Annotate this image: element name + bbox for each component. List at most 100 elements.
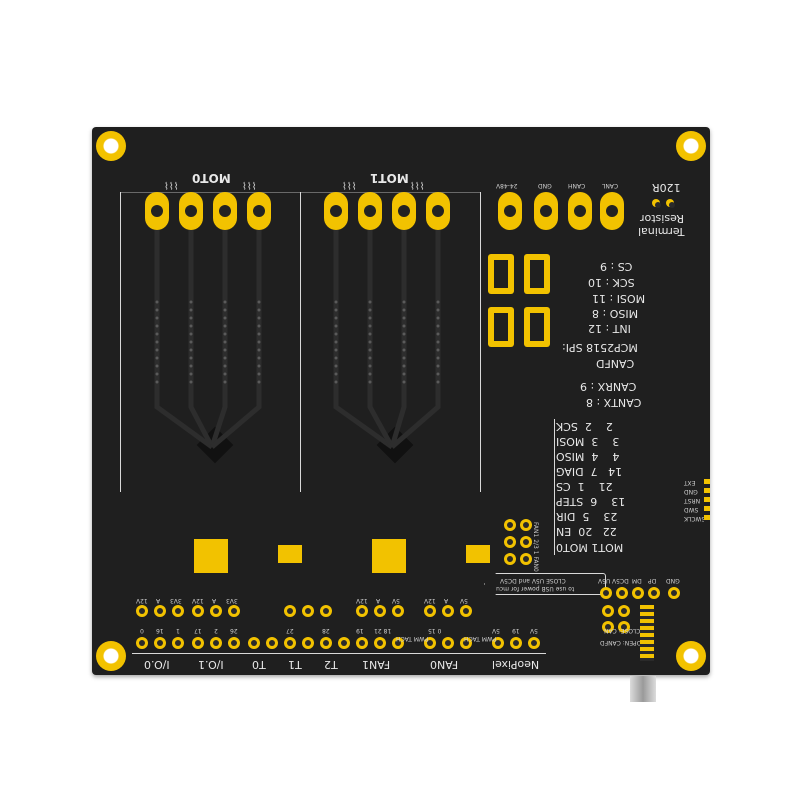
spi-miso-label: MISO : 8 bbox=[592, 307, 639, 320]
section-t0: T0 bbox=[252, 658, 266, 671]
t-pin bbox=[320, 605, 332, 617]
fan0-pin-12v bbox=[424, 605, 436, 617]
usb-pin-dc5v bbox=[616, 587, 628, 599]
can-jumper-open-label: OPEN: CANFD bbox=[600, 639, 642, 646]
t1-pin bbox=[302, 637, 314, 649]
usb-label-gnd: GND bbox=[666, 577, 680, 584]
section-fan0: FAN0 bbox=[430, 658, 459, 671]
coil-icon: ⌇⌇⌇ bbox=[242, 179, 257, 190]
power-pad-gnd bbox=[534, 192, 558, 230]
fan0-pin-5v bbox=[460, 605, 472, 617]
fan1-pin-a bbox=[374, 605, 386, 617]
io1-pin-17 bbox=[192, 637, 204, 649]
pin-label: PWM TACH bbox=[396, 635, 429, 642]
mot1-label: MOT1 bbox=[370, 171, 409, 185]
pin-table-header: MOT1 MOT0 bbox=[556, 541, 624, 554]
regulator-chip bbox=[466, 545, 490, 563]
mot0-pad-1 bbox=[145, 192, 169, 230]
fan0-label-5v: 5V bbox=[460, 597, 468, 604]
mcu-chip bbox=[376, 426, 414, 464]
debug-label-swclk: SWCLK bbox=[684, 515, 706, 522]
mot1-outline-left bbox=[300, 192, 301, 492]
pin-row-diag: 14 7 DIAG bbox=[556, 465, 623, 478]
section-t2: T2 bbox=[324, 658, 338, 671]
io0-pin-0 bbox=[136, 637, 148, 649]
io0-pin-12v bbox=[136, 605, 148, 617]
pin-label: 1 bbox=[176, 627, 180, 634]
neopixel-pin bbox=[510, 637, 522, 649]
pin-label: 28 bbox=[322, 627, 330, 634]
regulator-chip bbox=[278, 545, 302, 563]
fan0-label-12v: 12V bbox=[424, 597, 436, 604]
pin-label: 18 21 bbox=[374, 627, 392, 634]
pin-label: 27 bbox=[286, 627, 294, 634]
pin-row-cs: 21 1 CS bbox=[556, 480, 613, 493]
pin-row-sck: 2 2 SCK bbox=[556, 420, 613, 433]
mot0-pad-3 bbox=[213, 192, 237, 230]
can-jumper-pin bbox=[618, 621, 630, 633]
spi-mosi-label: MOSI : 11 bbox=[592, 292, 646, 305]
pcb-board: MOT0 MOT1 ⌇⌇⌇ ⌇⌇⌇ ⌇⌇⌇ ⌇⌇⌇ 24-48V GND CAN… bbox=[92, 127, 710, 675]
pin-label: 26 bbox=[230, 627, 238, 634]
usb-label-dp: DP bbox=[648, 577, 657, 584]
fan1-pin-12v bbox=[356, 605, 368, 617]
can-label-canh: CANH bbox=[568, 182, 586, 189]
io1-pin-a bbox=[210, 605, 222, 617]
fan-jumper-pin bbox=[504, 553, 516, 565]
section-fan1: FAN1 bbox=[362, 658, 391, 671]
pin-label: 16 bbox=[156, 627, 164, 634]
debug-label-nrst: NRST bbox=[684, 497, 701, 504]
mot0-label: MOT0 bbox=[192, 171, 231, 185]
usb-pin-u5v bbox=[600, 587, 612, 599]
usb-label-dc5v: DC5V bbox=[612, 577, 629, 584]
can-jumper-pin bbox=[618, 605, 630, 617]
terminal-jumper-pin bbox=[652, 199, 661, 208]
mot1-pad-2 bbox=[358, 192, 382, 230]
pin-label: 5V bbox=[530, 627, 538, 634]
can-jumper-close-label: CLOSE: CAN bbox=[604, 627, 641, 634]
coil-icon: ⌇⌇⌇ bbox=[342, 179, 357, 190]
fuse bbox=[524, 307, 550, 347]
io1-pin-26 bbox=[228, 637, 240, 649]
fan1-label-12v: 12V bbox=[356, 597, 368, 604]
fan0-pin bbox=[424, 637, 436, 649]
mounting-hole-top-right bbox=[676, 131, 706, 161]
usb-pin-gnd bbox=[668, 587, 680, 599]
section-neopixel: NeoPixel bbox=[492, 658, 540, 671]
fan1-label-a: A bbox=[376, 597, 381, 604]
io1-pin-3v3 bbox=[228, 605, 240, 617]
power-label-gnd: GND bbox=[538, 182, 552, 189]
section-bracket bbox=[132, 653, 546, 654]
can-pad-canh bbox=[568, 192, 592, 230]
canrx-label: CANRX : 9 bbox=[580, 380, 637, 393]
power-pad-24-48v bbox=[498, 192, 522, 230]
fan1-pin bbox=[356, 637, 368, 649]
neopixel-pin bbox=[492, 637, 504, 649]
io0-pin-1 bbox=[172, 637, 184, 649]
t-pin bbox=[302, 605, 314, 617]
t1-pin bbox=[284, 637, 296, 649]
pin-label: 0 15 bbox=[428, 627, 442, 634]
io0-label-12v: 12V bbox=[136, 597, 148, 604]
spi-sck-label: SCK : 10 bbox=[588, 276, 635, 289]
fan0-label-a: A bbox=[444, 597, 449, 604]
fan1-pin bbox=[392, 637, 404, 649]
pin-row-en: 22 20 EN bbox=[556, 525, 617, 538]
spi-title-label: MCP2518 SPI: bbox=[562, 341, 638, 354]
debug-pins bbox=[704, 479, 710, 523]
fuse bbox=[488, 307, 514, 347]
t0-pin bbox=[248, 637, 260, 649]
t0-pin bbox=[266, 637, 278, 649]
mot1-pad-4 bbox=[426, 192, 450, 230]
motor-driver-chip bbox=[372, 539, 406, 573]
can-label-canl: CANL bbox=[602, 182, 619, 189]
spi-int-label: INT : 12 bbox=[588, 322, 631, 335]
can-jumper-pin bbox=[602, 621, 614, 633]
fan1-label-5v: 5V bbox=[392, 597, 400, 604]
debug-label-ext: EXT bbox=[684, 479, 696, 486]
fan0-pin-a bbox=[442, 605, 454, 617]
neopixel-pin bbox=[528, 637, 540, 649]
fan-jumper-label: FAN1 2/3 1 FAN0 bbox=[532, 522, 539, 572]
io1-label-a: A bbox=[212, 597, 217, 604]
section-io1: I/O.1 bbox=[198, 658, 224, 671]
